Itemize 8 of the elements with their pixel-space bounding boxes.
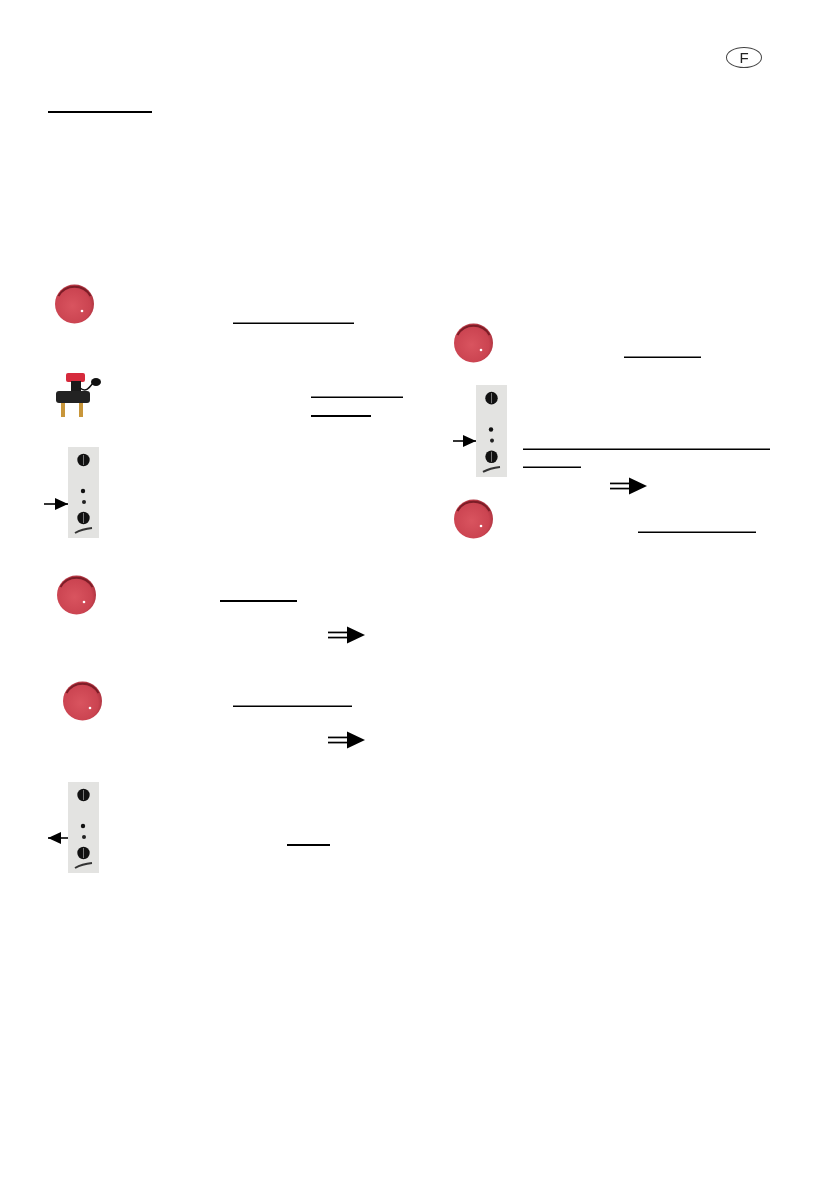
language-letter: F bbox=[739, 50, 749, 65]
arrow bbox=[47, 832, 69, 844]
control-panel-drawing bbox=[476, 385, 507, 477]
control-panel-drawing bbox=[68, 447, 99, 538]
language-marker bbox=[726, 47, 762, 68]
arrow bbox=[43, 498, 69, 510]
arrow bbox=[452, 435, 477, 447]
control-panel-drawing bbox=[68, 782, 99, 873]
